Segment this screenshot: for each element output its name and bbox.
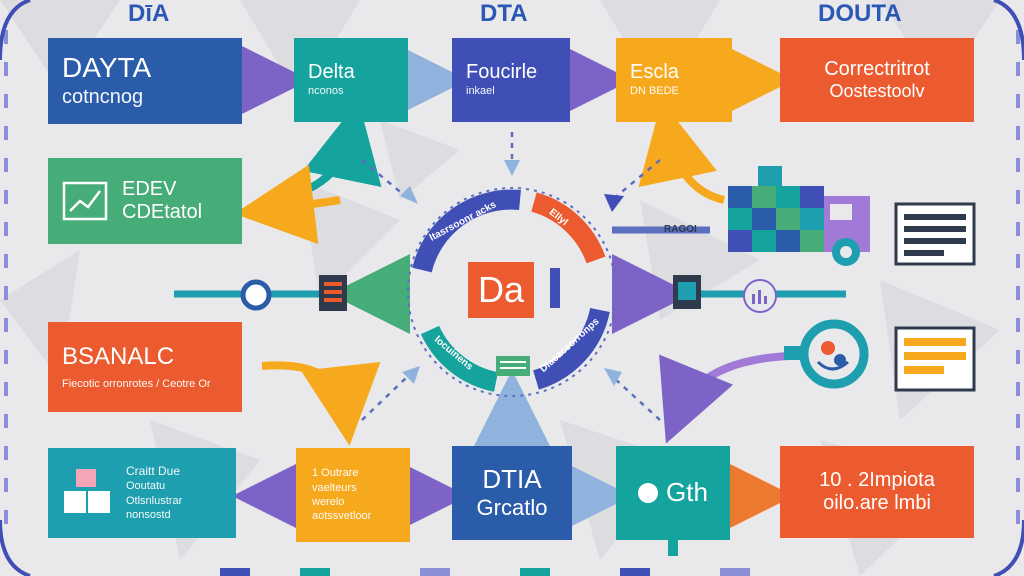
box-delta[interactable]: Delta nconos <box>294 38 408 122</box>
box-foucirle[interactable]: Foucirle inkael <box>452 38 570 122</box>
box-delta-title: Delta <box>308 61 355 84</box>
box-edev-subtitle: CDEtatol <box>122 201 203 223</box>
curve-teal-up <box>269 100 382 204</box>
document-icon <box>319 275 347 311</box>
box-outrare-line1: vaelteurs <box>312 481 357 494</box>
hub-center[interactable]: Da <box>468 262 534 318</box>
box-foucirle-title: Foucirle <box>466 61 538 84</box>
box-craitt-due-line3: nonsostd <box>126 508 171 521</box>
device-icon <box>673 275 701 309</box>
curve-amber-down <box>261 361 381 446</box>
box-escla-subtitle: DN BEDE <box>630 85 679 98</box>
box-outrare[interactable]: 1 Outrare vaelteurs werelo aotssvetloor <box>296 448 410 542</box>
box-dayta-subtitle: cotncnog <box>62 86 144 109</box>
box-delta-subtitle: nconos <box>308 85 344 98</box>
box-escla-title: Escla <box>630 61 679 84</box>
magnifier-icon <box>784 319 869 389</box>
box-dayta-title: DAYTA <box>62 51 152 83</box>
box-correctritrot-subtitle: Oostestoolv <box>829 81 925 102</box>
circle-icon <box>638 483 659 503</box>
bar-chart-icon <box>743 279 777 313</box>
box-gth-title: Gth <box>666 477 708 508</box>
box-correctritrot[interactable]: Correctritrot Oostestoolv <box>780 38 974 122</box>
box-dayta[interactable]: DAYTA cotncnog <box>48 38 242 124</box>
line-chart-icon <box>62 181 108 221</box>
truck-icon <box>728 166 870 266</box>
curve-amber-left <box>234 164 341 245</box>
hub-ring <box>407 187 617 397</box>
curve-purple-down <box>659 352 791 444</box>
box-outrare-line3: aotssvetloor <box>312 510 372 523</box>
monitor-icon <box>894 202 976 266</box>
box-escla[interactable]: Escla DN BEDE <box>616 38 732 122</box>
box-craitt-due[interactable]: Craitt Due Ooutatu Otlsnlustrar nonsostd <box>48 448 236 538</box>
list-icon <box>894 326 976 392</box>
box-dtia-title: DTIA <box>482 464 542 495</box>
box-craitt-due-title: Craitt Due <box>126 463 181 478</box>
box-outrare-line2: werelo <box>312 496 345 508</box>
box-outrare-title: 1 Outrare <box>312 467 359 480</box>
box-edev-title: EDEV <box>122 178 177 200</box>
box-impiota-title: 10 . 2Impiota <box>819 469 935 491</box>
box-impiota[interactable]: 10 . 2Impiota oilo.are lmbi <box>780 446 974 538</box>
box-dtia-subtitle: Grcatlo <box>476 495 548 521</box>
box-dtia[interactable]: DTIA Grcatlo <box>452 446 572 540</box>
header-center: DTA <box>480 0 528 27</box>
gth-stem <box>668 540 678 556</box>
box-edev[interactable]: EDEV CDEtatol <box>48 158 242 244</box>
header-right: DOUTA <box>818 0 902 27</box>
header-left: DīA <box>128 0 170 27</box>
curve-amber-right <box>638 100 726 204</box>
box-bsanalc-title: BSANALC <box>62 343 175 371</box>
box-craitt-due-line1: Ooutatu <box>126 480 166 493</box>
right-bar-tag: RAGOI <box>664 224 697 235</box>
grid-icon <box>64 469 110 513</box>
box-craitt-due-line2: Otlsnlustrar <box>126 494 183 507</box>
box-bsanalc-subtitle: Fiecotic orronrotes / Ceotre Or <box>62 377 211 390</box>
box-impiota-subtitle: oilo.are lmbi <box>823 492 931 514</box>
box-correctritrot-title: Correctritrot <box>824 58 930 81</box>
box-gth[interactable]: Gth <box>616 446 730 540</box>
box-bsanalc[interactable]: BSANALC Fiecotic orronrotes / Ceotre Or <box>48 322 242 412</box>
box-foucirle-subtitle: inkael <box>466 85 495 98</box>
